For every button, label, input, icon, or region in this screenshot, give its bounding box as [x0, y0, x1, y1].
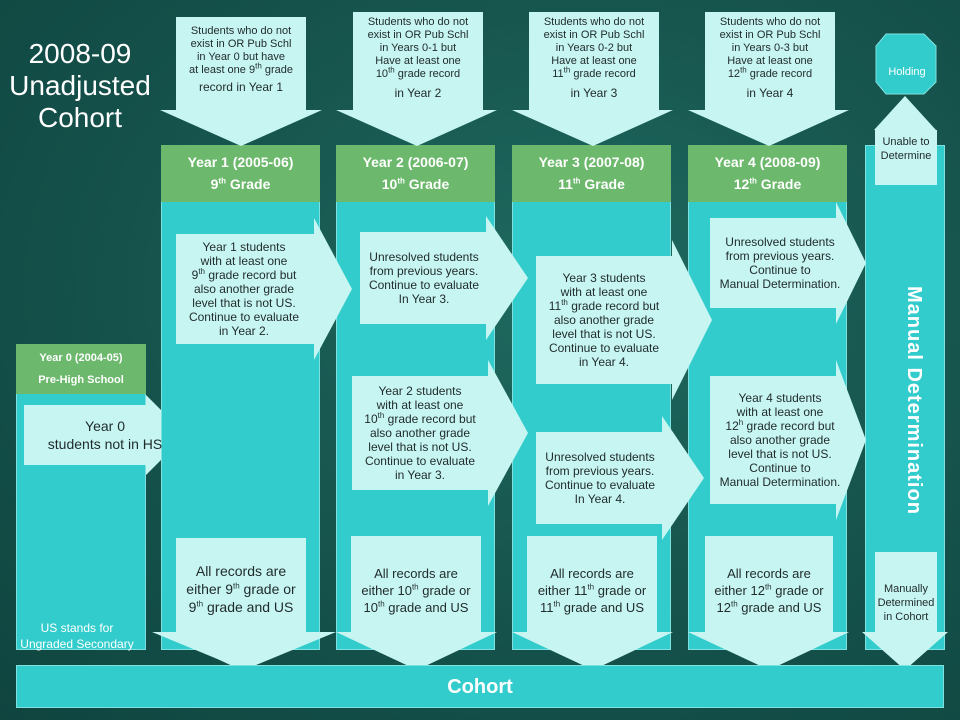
year0-header-label: Year 0 (2004-05): [39, 352, 123, 364]
year0-grade-label: Pre-High School: [38, 374, 124, 386]
year3-arrow-students: Year 3 students with at least one 11th g…: [536, 240, 712, 400]
year1-header-label: Year 1 (2005-06): [187, 154, 294, 170]
top-arrow-year3: [512, 12, 673, 146]
top-note-year4: Students who do not exist in OR Pub Schl…: [719, 16, 821, 100]
holding-up-arrow: [874, 96, 936, 130]
year1-header: Year 1 (2005-06) 9th Grade: [161, 145, 320, 202]
bottom-box-year3: All records are either 11th grade or 11t…: [537, 566, 647, 615]
bottom-arrow-year4: [688, 536, 849, 670]
year0-arrow-shape: [24, 395, 186, 475]
top-arrows-layer: [160, 12, 849, 146]
manual-determination-label: Manual Determination: [903, 285, 925, 515]
year4-grade-label: 12th Grade: [733, 176, 802, 192]
top-arrow-year2: [336, 12, 497, 146]
title-line-2: Unadjusted: [9, 70, 151, 101]
year2-arrow-students: Year 2 students with at least one 10th g…: [352, 360, 528, 506]
year0-column: [16, 344, 146, 650]
top-note-year1: Students who do not exist in OR Pub Schl…: [189, 25, 293, 94]
page-title: 2008-09 Unadjusted Cohort: [0, 38, 160, 134]
year3-header: Year 3 (2007-08) 11th Grade: [512, 145, 671, 202]
cohort-bar: Cohort: [16, 665, 944, 708]
year3-arrow-unresolved: Unresolved students from previous years.…: [536, 416, 704, 540]
top-arrow-year4: [688, 12, 849, 146]
year0-box: Year 0 students not in HS: [24, 395, 186, 475]
bottom-arrow-manual: [862, 552, 948, 670]
year0-box-line-1: Year 0: [85, 418, 125, 434]
bottom-box-year1: All records are either 9th grade or 9th …: [186, 563, 296, 615]
title-line-3: Cohort: [37, 102, 123, 133]
top-note-year3: Students who do not exist in OR Pub Schl…: [543, 16, 645, 100]
unable-to-determine-box: Unable to Determine: [875, 130, 937, 185]
us-note: US stands for Ungraded Secondary: [20, 621, 134, 651]
top-note-year2: Students who do not exist in OR Pub Schl…: [367, 16, 469, 100]
year4-header: Year 4 (2008-09) 12th Grade: [688, 145, 847, 202]
year1-arrow-box: Year 1 students with at least one 9th gr…: [176, 218, 352, 360]
top-arrow-year1: [160, 17, 322, 146]
year2-header: Year 2 (2006-07) 10th Grade: [336, 145, 495, 202]
year4-arrow-unresolved: Unresolved students from previous years.…: [710, 202, 866, 324]
title-line-1: 2008-09: [28, 38, 132, 69]
year2-header-label: Year 2 (2006-07): [362, 154, 469, 170]
year0-box-line-2: students not in HS: [47, 436, 163, 452]
year4-arrow-students: Year 4 students with at least one 12h gr…: [710, 360, 866, 520]
year1-grade-label: 9th Grade: [210, 176, 271, 192]
year2-grade-label: 10th Grade: [381, 176, 450, 192]
bottom-box-year4: All records are either 12th grade or 12t…: [714, 566, 824, 615]
year3-grade-label: 11th Grade: [558, 176, 625, 192]
bottom-arrow-year2: [336, 536, 497, 670]
bottom-box-year2: All records are either 10th grade or 10t…: [361, 566, 471, 615]
bottom-arrows-layer: [152, 536, 948, 670]
year2-arrow-unresolved: Unresolved students from previous years.…: [360, 216, 528, 340]
holding-label: Holding: [888, 66, 926, 78]
year4-header-label: Year 4 (2008-09): [714, 154, 821, 170]
bottom-arrow-year1: [160, 538, 322, 670]
year0-header: Year 0 (2004-05) Pre-High School: [16, 344, 146, 394]
manually-determined-box: Manually Determined in Cohort: [877, 583, 935, 623]
holding-octagon: [875, 33, 937, 95]
year3-header-label: Year 3 (2007-08): [538, 154, 645, 170]
holding-layer: [874, 33, 937, 130]
bottom-arrow-year3: [512, 536, 673, 670]
